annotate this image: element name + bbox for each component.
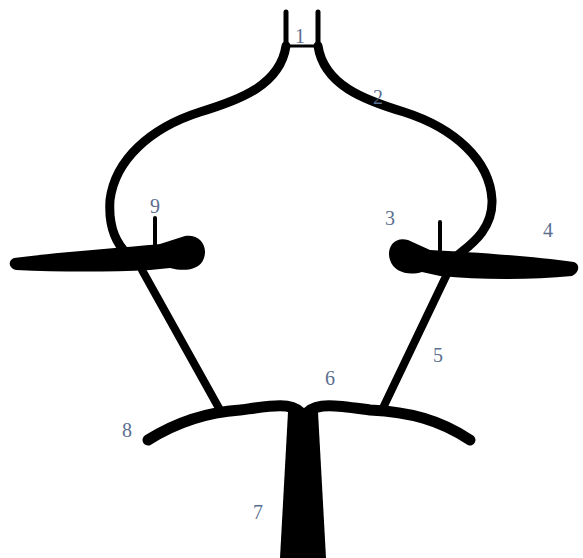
callout-number: 5 (433, 345, 443, 365)
callout-number: 1 (295, 26, 305, 46)
callout-number: 7 (253, 502, 263, 522)
callout-number: 2 (373, 87, 383, 107)
callout-number: 9 (150, 196, 160, 216)
callout-number: 8 (122, 420, 132, 440)
callout-number: 3 (385, 208, 395, 228)
callout-number: 6 (325, 368, 335, 388)
callout-number: 4 (543, 220, 553, 240)
